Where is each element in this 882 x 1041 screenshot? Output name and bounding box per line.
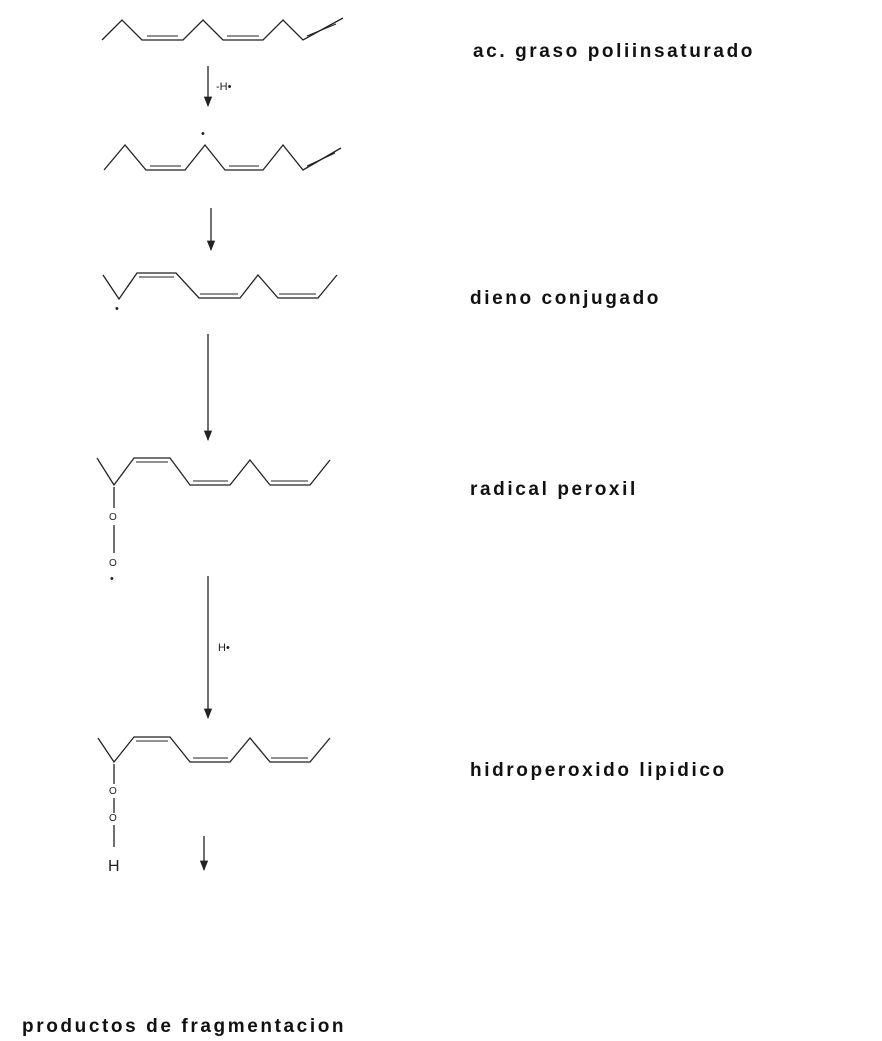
radical-dot: • xyxy=(201,128,205,140)
oxygen-atom: O xyxy=(109,558,117,569)
label-polyunsaturated-fatty-acid: ac. graso poliinsaturado xyxy=(473,41,755,62)
label-fragmentation-products: productos de fragmentacion xyxy=(22,1016,346,1037)
reagent-label: H• xyxy=(218,642,230,654)
structure-fatty-acid xyxy=(101,17,344,41)
oxygen-atom: O xyxy=(109,512,117,523)
structure-pentadienyl-radical: • xyxy=(103,128,342,171)
radical-dot: • xyxy=(115,303,119,315)
label-lipid-hydroperoxide: hidroperoxido lipidico xyxy=(470,760,727,781)
oxygen-atom: O xyxy=(109,786,117,797)
reaction-arrow-4: H• xyxy=(203,576,230,720)
structure-lipid-hydroperoxide: O O H xyxy=(97,736,331,875)
structure-conjugated-diene: • xyxy=(102,272,338,315)
hydrogen-atom: H xyxy=(108,858,120,875)
oxygen-atom: O xyxy=(109,813,117,824)
reagent-label: -H• xyxy=(216,81,232,93)
label-conjugated-diene: dieno conjugado xyxy=(470,288,661,309)
structure-peroxyl-radical: O O • xyxy=(96,457,331,585)
reaction-arrow-1: -H• xyxy=(203,66,232,108)
radical-dot: • xyxy=(110,573,114,585)
label-peroxyl-radical: radical peroxil xyxy=(470,479,638,500)
